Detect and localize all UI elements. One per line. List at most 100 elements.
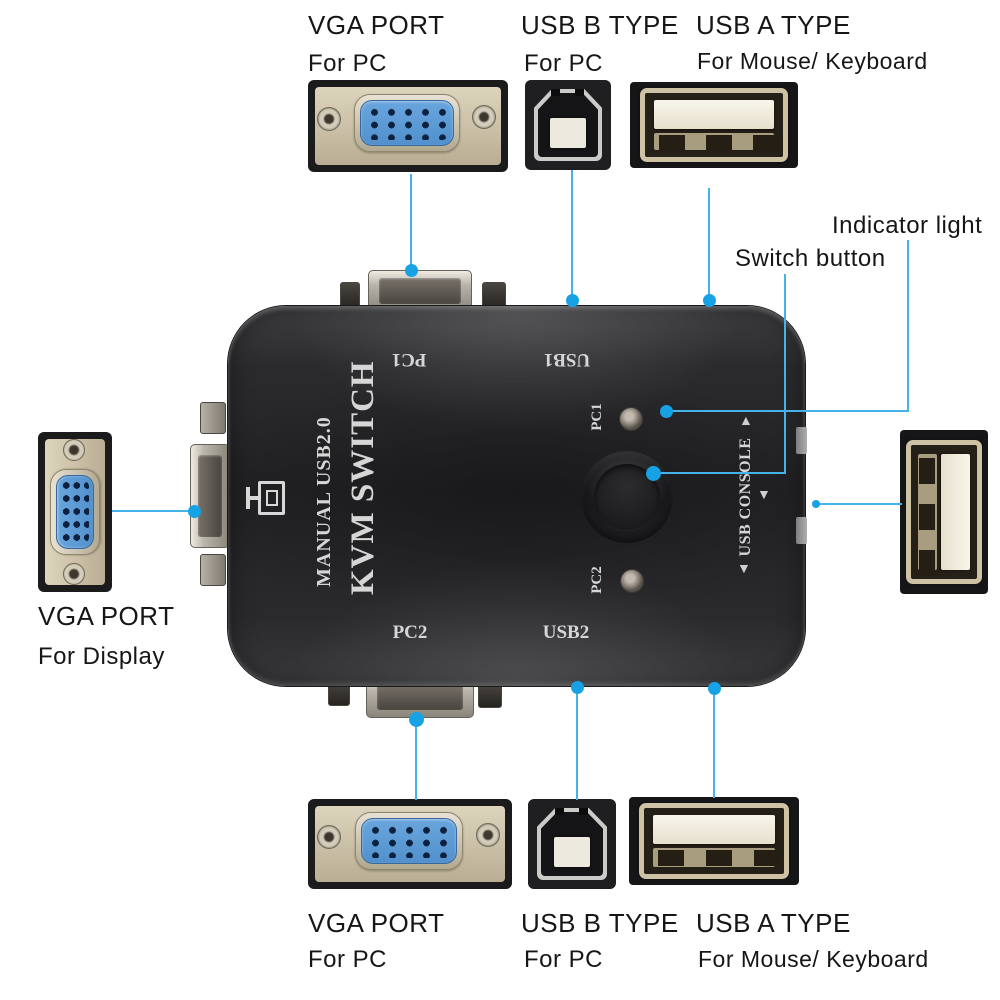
led-label-pc1: PC1 bbox=[589, 403, 605, 431]
callout-line bbox=[713, 692, 715, 798]
usb-b-nub bbox=[575, 89, 584, 96]
device-label-manual-usb: MANUAL USB2.0 bbox=[313, 416, 335, 587]
usb-a-connector-photo-top bbox=[630, 82, 798, 168]
callout-line bbox=[576, 690, 578, 800]
usb-a-shell bbox=[639, 803, 789, 879]
switch-button bbox=[581, 451, 673, 543]
vga-port-left-sublabel: For Display bbox=[38, 643, 165, 670]
usb-a-contact bbox=[919, 550, 935, 576]
callout-dot bbox=[409, 712, 424, 727]
usb-a-contact bbox=[706, 850, 732, 866]
device-label-pc2: PC2 bbox=[392, 622, 428, 643]
usb-a-contact bbox=[658, 850, 684, 866]
callout-line bbox=[784, 274, 786, 474]
callout-dot bbox=[646, 466, 661, 481]
callout-line bbox=[816, 503, 902, 505]
vga-screw-right bbox=[63, 439, 85, 461]
vga-bolt-post bbox=[200, 554, 226, 586]
usb-b-connector-photo-bottom bbox=[528, 799, 616, 889]
usb-a-contact bbox=[754, 850, 780, 866]
vga-dsub-pins bbox=[361, 818, 457, 864]
usb-a-shell bbox=[906, 440, 982, 584]
usb-a-tongue bbox=[654, 100, 774, 129]
vga-screw-left bbox=[317, 825, 341, 849]
callout-line bbox=[907, 240, 909, 412]
callout-dot bbox=[188, 505, 201, 518]
vga-screw-right bbox=[476, 823, 500, 847]
vga-connector-photo-bottom bbox=[308, 799, 512, 889]
vga-dsub-shell bbox=[50, 469, 100, 555]
callout-line bbox=[708, 188, 710, 300]
usb-b-top-label: USB B TYPE bbox=[521, 10, 679, 40]
led-label-pc2: PC2 bbox=[589, 566, 605, 594]
vga-bolt-post bbox=[200, 402, 226, 434]
usb-console-port-lower bbox=[796, 517, 807, 544]
vga-dsub-pins bbox=[56, 475, 94, 549]
usb-b-bottom-label: USB B TYPE bbox=[521, 908, 679, 938]
vga-port-top-label: VGA PORT bbox=[308, 10, 445, 40]
vga-connector-photo-top bbox=[308, 80, 508, 172]
usb-a-connector-photo-right bbox=[900, 430, 988, 594]
usb-b-bottom-sublabel: For PC bbox=[524, 946, 604, 973]
vga-screw-left bbox=[63, 563, 85, 585]
vga-screw-left bbox=[317, 107, 341, 131]
device-vga-male-top bbox=[368, 270, 472, 312]
usb-b-top-sublabel: For PC bbox=[524, 50, 604, 77]
usb-a-tongue bbox=[941, 454, 970, 570]
vga-male-recess bbox=[198, 455, 222, 537]
console-arrow-down-icon: ▼ bbox=[737, 560, 751, 576]
callout-dot bbox=[812, 500, 820, 508]
vga-dsub-shell bbox=[354, 94, 460, 152]
console-arrow-down-icon: ▼ bbox=[757, 486, 771, 502]
usb-a-top-label: USB A TYPE bbox=[696, 10, 851, 40]
usb-b-nub bbox=[579, 808, 588, 815]
callout-line bbox=[112, 510, 194, 512]
usb-a-connector-photo-bottom bbox=[629, 797, 799, 885]
usb-a-tongue bbox=[653, 815, 775, 844]
vga-screw-right bbox=[472, 105, 496, 129]
callout-line bbox=[666, 410, 909, 412]
vga-port-top-sublabel: For PC bbox=[308, 50, 388, 77]
usb-a-contact bbox=[753, 135, 779, 151]
device-label-usb1: USB1 bbox=[543, 349, 591, 370]
device-sheen bbox=[262, 511, 771, 686]
callout-dot bbox=[660, 405, 673, 418]
device-vga-male-left bbox=[190, 444, 230, 548]
callout-dot bbox=[571, 681, 584, 694]
callout-dot bbox=[703, 294, 716, 307]
usb-a-top-sublabel: For Mouse/ Keyboard bbox=[697, 48, 928, 74]
device-shading bbox=[228, 306, 805, 686]
vga-male-recess bbox=[379, 278, 461, 304]
usb-a-contact bbox=[919, 458, 935, 484]
usb-a-bottom-label: USB A TYPE bbox=[696, 908, 851, 938]
indicator-light-label: Indicator light bbox=[832, 212, 983, 239]
callout-line bbox=[415, 722, 417, 800]
device-label-kvm-switch: KVM SWITCH bbox=[345, 360, 381, 595]
callout-dot bbox=[405, 264, 418, 277]
usb-console-port-upper bbox=[796, 427, 807, 454]
switch-button-label: Switch button bbox=[735, 245, 886, 272]
usb-b-nub bbox=[555, 808, 564, 815]
device-label-pc1: PC1 bbox=[391, 349, 427, 370]
usb-b-contact-block bbox=[550, 117, 586, 148]
indicator-led-pc2 bbox=[620, 569, 644, 593]
usb-b-nub bbox=[551, 89, 560, 96]
usb-a-contact bbox=[659, 135, 685, 151]
callout-dot bbox=[708, 682, 721, 695]
callout-line bbox=[653, 472, 786, 474]
console-arrow-up-icon: ▲ bbox=[739, 412, 753, 428]
vga-port-bottom-label: VGA PORT bbox=[308, 908, 445, 938]
usb-a-shell bbox=[640, 88, 788, 162]
vga-connector-photo-left bbox=[38, 432, 112, 592]
kvm-switch-device bbox=[228, 306, 805, 686]
indicator-led-pc1 bbox=[619, 407, 643, 431]
usb-b-connector-photo-top bbox=[525, 80, 611, 170]
usb-b-contact-block bbox=[554, 836, 590, 867]
callout-dot bbox=[566, 294, 579, 307]
usb-a-bottom-sublabel: For Mouse/ Keyboard bbox=[698, 946, 929, 972]
vga-port-left-label: VGA PORT bbox=[38, 601, 175, 631]
usb-a-contact bbox=[706, 135, 732, 151]
callout-line bbox=[571, 170, 573, 300]
device-label-usb-console: USB CONSOLE bbox=[737, 437, 754, 557]
